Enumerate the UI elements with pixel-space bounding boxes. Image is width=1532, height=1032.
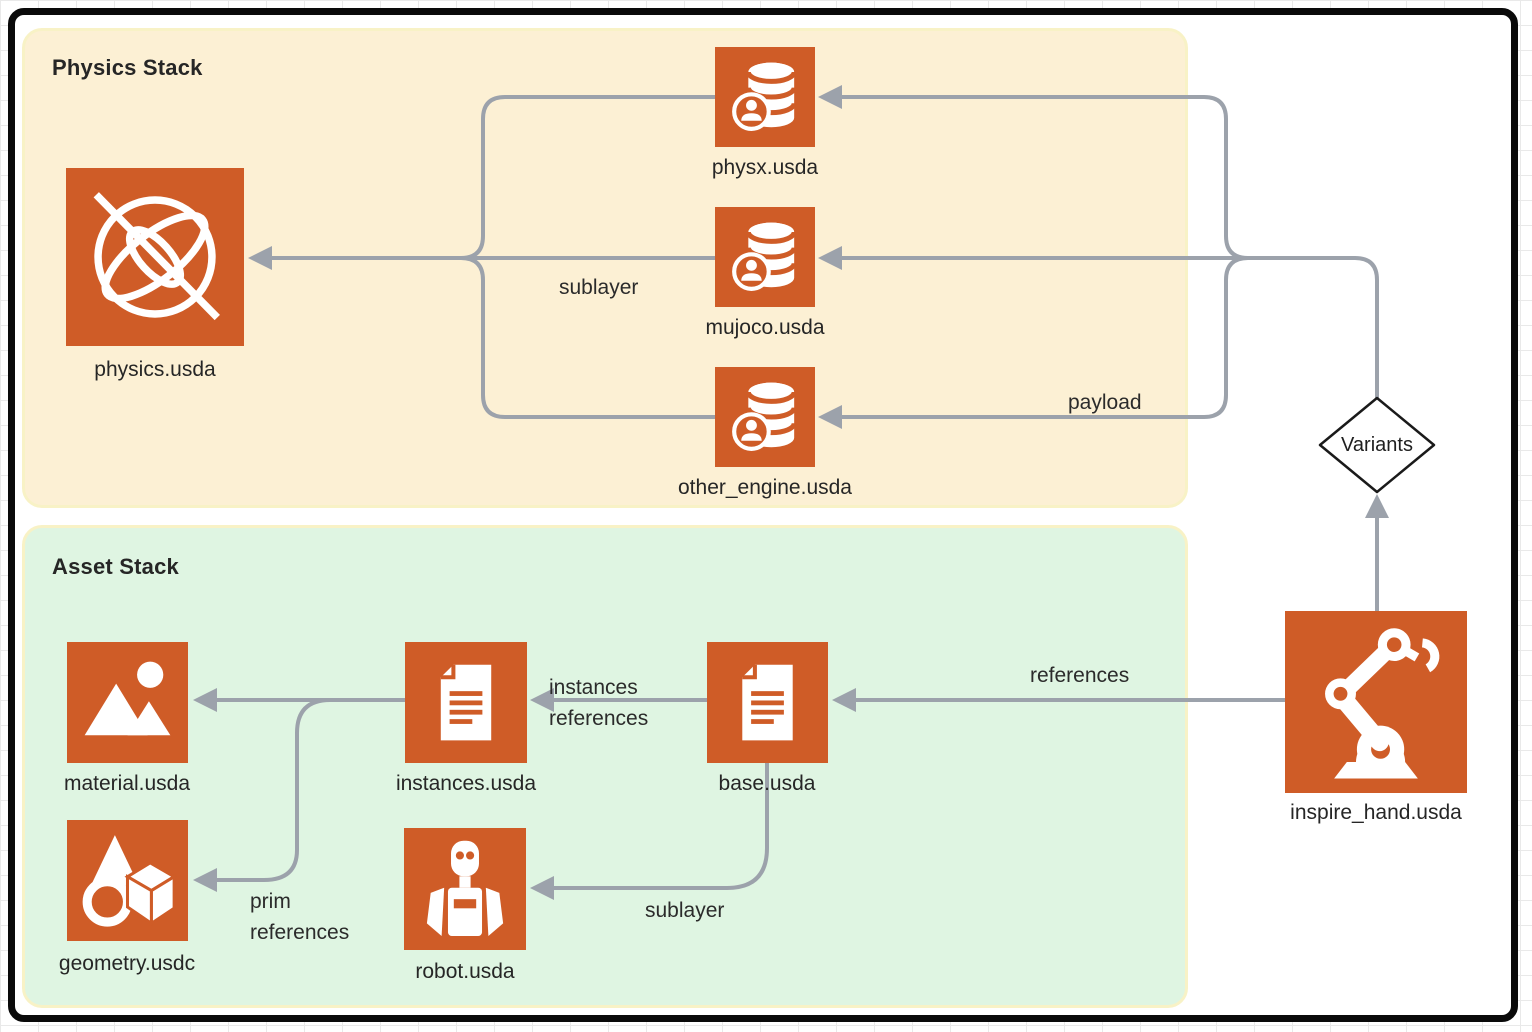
node-label: physx.usda [711, 156, 819, 179]
node-physics-usda [66, 168, 244, 346]
node-label: material.usda [63, 772, 191, 795]
node-label: mujoco.usda [705, 316, 825, 339]
group-asset-stack [22, 525, 1188, 1008]
arrowhead-into-variants [1365, 494, 1389, 518]
edge-label-line: references [549, 707, 649, 730]
edge-label-payload: payload [1068, 391, 1142, 414]
image-icon [84, 661, 171, 736]
arrowhead-into-robot [530, 876, 554, 900]
arrowhead-into-material [193, 688, 217, 712]
arrowhead-into-other [818, 405, 842, 429]
edge-label-line: references [250, 921, 350, 944]
physics-orbit-icon [93, 192, 220, 321]
node-instances-usda [405, 642, 527, 763]
node-label: other_engine.usda [678, 476, 852, 499]
edge-label-line: prim [250, 890, 291, 913]
edge-label-references: references [1030, 664, 1130, 687]
arrowhead-into-physics [248, 246, 272, 270]
arrowhead-into-geometry [193, 868, 217, 892]
arrowhead-into-mujoco [818, 246, 842, 270]
edge-label-prim-references: prim references [250, 886, 349, 948]
variants-diamond [1318, 396, 1436, 494]
node-label: robot.usda [415, 960, 515, 983]
node-material-usda [67, 642, 188, 763]
edge-bus-to-physx [836, 95, 1249, 260]
robot-icon [426, 840, 504, 937]
robot-arm-icon [1325, 628, 1440, 779]
document-icon [440, 664, 492, 741]
edge-bus-to-other [836, 256, 1249, 419]
arrowhead-into-physx [818, 85, 842, 109]
node-label: physics.usda [94, 358, 216, 381]
document-icon [742, 664, 793, 741]
edge-label-sublayer-physics: sublayer [559, 276, 639, 299]
node-geometry-usdc [67, 820, 188, 941]
node-other-engine-usda [715, 367, 815, 467]
edge-other-to-physics [460, 256, 715, 419]
edge-label-line: instances [549, 676, 638, 699]
edge-physx-to-physics [460, 95, 715, 260]
database-user-icon [732, 222, 797, 291]
database-user-icon [732, 382, 797, 451]
node-robot-usda [404, 828, 526, 950]
node-physx-usda [715, 47, 815, 147]
group-title-asset-stack: Asset Stack [52, 554, 179, 579]
edge-label-instances-references: instances references [549, 672, 648, 734]
edge-sublayer-robot [548, 763, 769, 890]
node-base-usda [707, 642, 828, 763]
edge-label-sublayer-asset: sublayer [645, 899, 725, 922]
arrowhead-into-instances [530, 688, 554, 712]
edge-variants-to-mujoco [836, 256, 1379, 398]
database-user-icon [732, 62, 797, 131]
node-mujoco-usda [715, 207, 815, 307]
node-label: inspire_hand.usda [1290, 801, 1462, 824]
variants-label: Variants [1341, 434, 1413, 456]
node-inspire-hand-usda [1285, 611, 1467, 793]
edge-prim-references [211, 698, 331, 882]
shapes-icon [82, 835, 178, 927]
arrowhead-into-base [832, 688, 856, 712]
node-label: instances.usda [395, 772, 537, 795]
node-label: geometry.usdc [58, 952, 196, 975]
group-title-physics-stack: Physics Stack [52, 55, 203, 80]
node-label: base.usda [718, 772, 816, 795]
